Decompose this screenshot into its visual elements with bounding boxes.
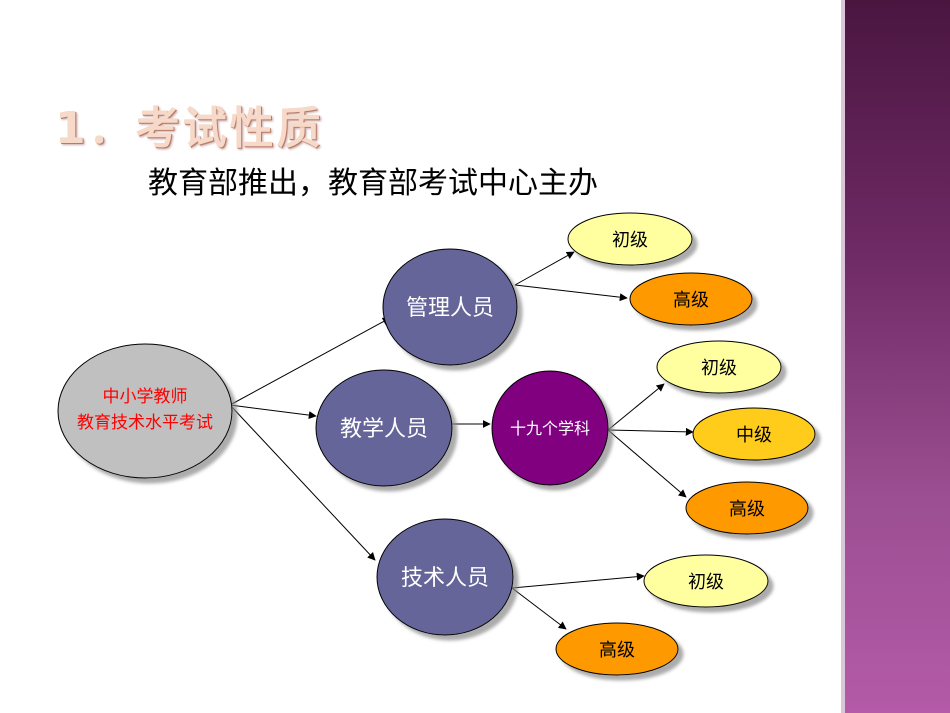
teaching-label: 教学人员	[340, 417, 428, 442]
technical-node	[376, 518, 514, 636]
teaching-high-label: 高级	[729, 499, 765, 520]
arrow-technical-high	[511, 587, 567, 630]
root-node	[57, 343, 233, 479]
teaching-high-node	[685, 481, 809, 535]
root-label-line1: 中小学教师	[103, 387, 188, 407]
slide-title: 1．考试性质	[55, 103, 324, 154]
arrow-management-primary	[514, 251, 575, 286]
teaching-primary-label: 初级	[701, 358, 737, 379]
management-primary-label: 初级	[612, 230, 648, 251]
technical-primary-node	[643, 554, 769, 608]
decorative-sidebar	[845, 0, 950, 713]
technical-primary-label: 初级	[688, 572, 724, 593]
teaching-middle-node	[692, 407, 816, 461]
arrow-management-high	[514, 284, 628, 302]
management-primary-node	[567, 212, 693, 266]
connectors	[229, 251, 694, 630]
arrow-root-technical	[229, 404, 376, 561]
sidebar-edge	[841, 0, 845, 713]
arrow-subjects-high	[607, 429, 687, 498]
management-node	[382, 248, 518, 366]
arrow-subjects-primary	[607, 383, 665, 431]
arrow-root-teaching	[229, 404, 317, 420]
management-high-node	[629, 272, 753, 326]
subjects-label: 十九个学科	[510, 419, 590, 438]
technical-label: 技术人员	[401, 566, 489, 591]
management-label: 管理人员	[406, 296, 494, 321]
arrow-root-management	[229, 317, 391, 406]
slide-subtitle: 教育部推出，教育部考试中心主办	[148, 166, 598, 201]
teaching-node	[315, 369, 453, 487]
technical-high-node	[555, 622, 679, 676]
management-high-label: 高级	[673, 290, 709, 311]
teaching-middle-label: 中级	[736, 425, 772, 446]
root-label-line2: 教育技术水平考试	[77, 413, 213, 433]
arrow-technical-primary	[511, 572, 645, 589]
technical-high-label: 高级	[599, 640, 635, 661]
arrow-subjects-middle	[607, 427, 694, 436]
subjects-node	[491, 370, 609, 486]
teaching-primary-node	[656, 340, 782, 394]
